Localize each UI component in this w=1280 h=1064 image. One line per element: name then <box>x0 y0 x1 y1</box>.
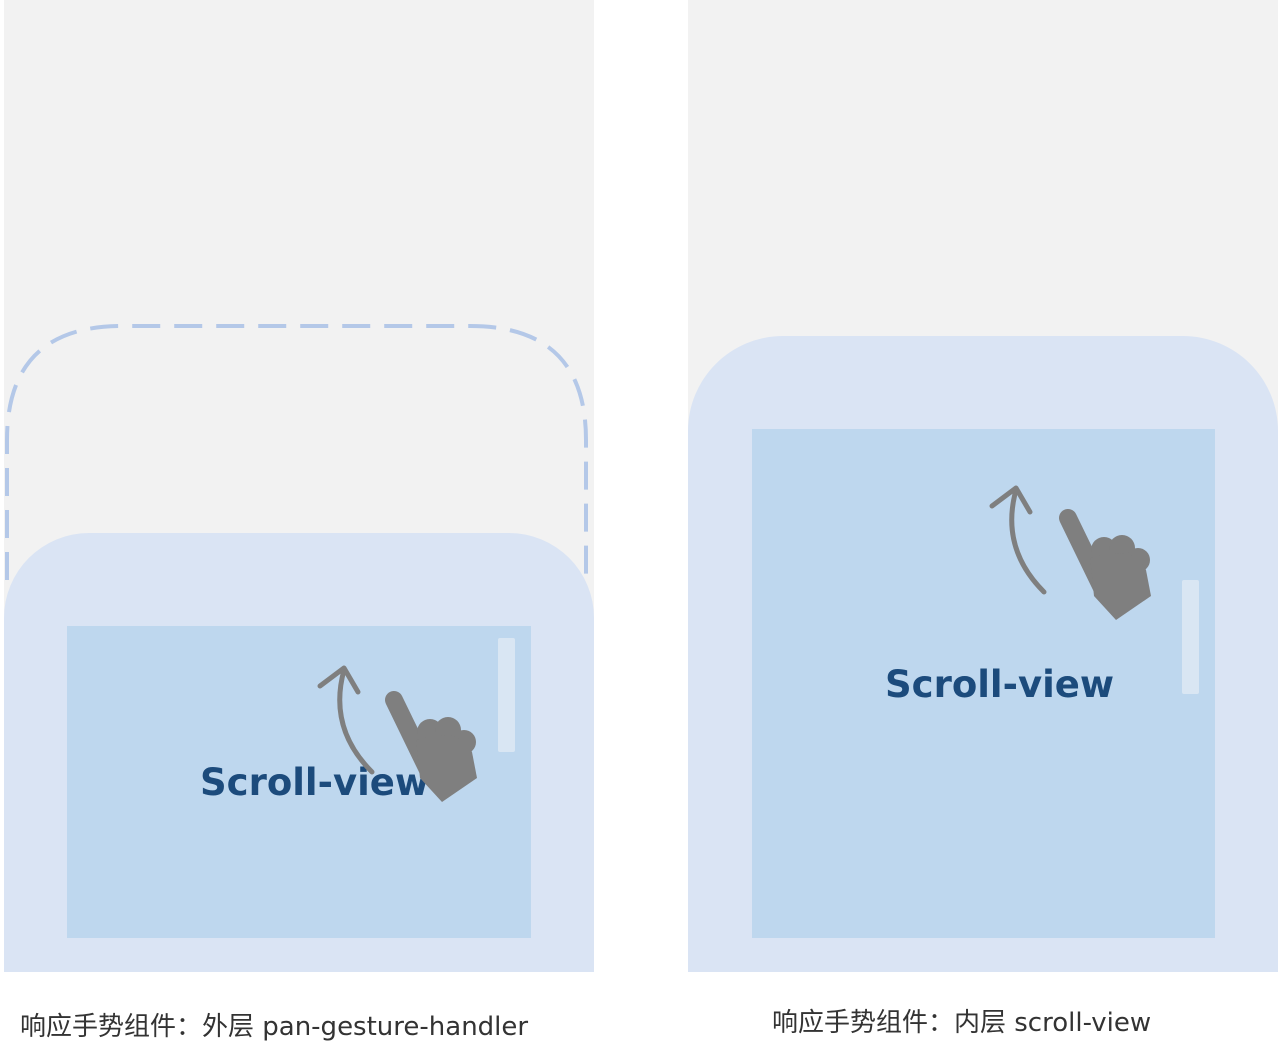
scroll-view-label-left: Scroll-view <box>200 761 430 804</box>
scroll-view-right[interactable] <box>752 429 1215 938</box>
scrollbar-left[interactable] <box>498 638 515 752</box>
caption-left: 响应手势组件：外层 pan-gesture-handler <box>20 1012 529 1042</box>
swipe-up-hand-icon <box>385 691 477 802</box>
swipe-up-hand-icon <box>1059 509 1151 620</box>
curved-arrow-up-icon <box>317 665 375 775</box>
caption-right: 响应手势组件：内层 scroll-view <box>772 1008 1152 1038</box>
curved-arrow-up-icon <box>989 485 1047 595</box>
scroll-view-label-right: Scroll-view <box>885 663 1115 706</box>
scrollbar-right[interactable] <box>1182 580 1199 694</box>
